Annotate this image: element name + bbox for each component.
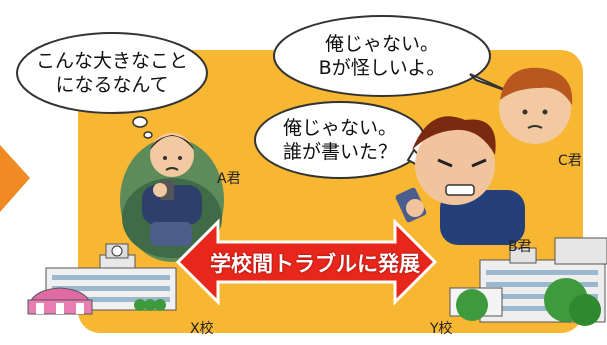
x-school-label: X校 [190,321,214,337]
b-kun-figure [395,116,525,245]
chevron-right-icon [0,145,30,212]
b-lower-speech-line1: 俺じゃない。 [282,117,397,139]
a-kun-label: A君 [217,171,241,187]
c-kun-face [499,67,573,144]
b-upper-speech-line1: 俺じゃない。 [324,33,439,55]
arrow-caption: 学校間トラブルに発展 [210,252,420,276]
b-kun-label: B君 [508,239,532,255]
b-lower-speech-line2: 誰が書いた？ [282,141,397,163]
a-kun-thought-bubble [16,32,208,139]
x-school-building [27,243,177,315]
double-headed-arrow-icon [175,218,438,306]
b-upper-speech-bubble [273,15,511,97]
a-kun-thought-line1: こんな大きなこと [35,50,188,72]
c-kun-label: C君 [558,153,582,169]
y-school-building [449,237,607,326]
a-kun-thought-text: こんな大きなこと になるなんて [30,49,194,97]
y-school-label: Y校 [430,321,453,337]
a-kun-figure [142,133,202,246]
b-upper-speech-line2: Bが怪しいよ。 [318,57,446,79]
a-kun-thought-line2: になるなんて [55,74,169,96]
b-upper-speech-text: 俺じゃない。 Bが怪しいよ。 [292,32,472,80]
b-lower-speech-text: 俺じゃない。 誰が書いた？ [262,116,418,164]
